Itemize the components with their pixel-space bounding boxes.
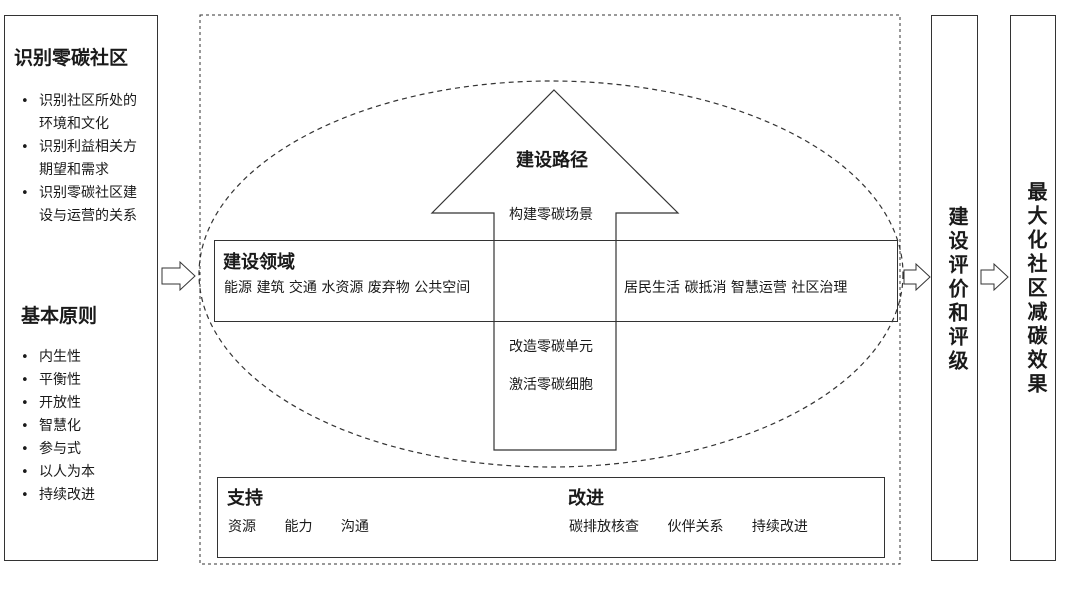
improve-title: 改进	[568, 488, 604, 509]
list-item: 智慧化	[13, 415, 145, 438]
principles-title: 基本原则	[21, 305, 98, 327]
list-item: 参与式	[13, 438, 145, 461]
path-step-unit: 改造零碳单元	[509, 339, 593, 355]
principles-list: 内生性 平衡性 开放性 智慧化 参与式 以人为本 持续改进	[13, 346, 145, 507]
path-arrow	[430, 89, 680, 451]
center-dashed-frame	[199, 14, 901, 565]
result-box: 最大化社区减碳效果	[1010, 15, 1056, 561]
evaluation-label: 建设评价和评级	[945, 206, 969, 374]
support-item: 资源	[228, 519, 256, 535]
path-step-scene: 构建零碳场景	[509, 207, 593, 223]
list-item: 识别零碳社区建设与运营的关系	[13, 182, 145, 228]
list-item: 持续改进	[13, 484, 145, 507]
arrow-icon	[980, 262, 1009, 292]
improve-item: 伙伴关系	[667, 519, 724, 535]
arrow-icon	[161, 260, 196, 292]
domain-title: 建设领域	[223, 252, 295, 273]
list-item: 平衡性	[13, 369, 145, 392]
improve-items: 碳排放核查 伙伴关系 持续改进	[569, 516, 832, 536]
domain-right-items: 居民生活 碳抵消 智慧运营 社区治理	[624, 280, 848, 296]
support-box: 支持 资源 能力 沟通 改进 碳排放核查 伙伴关系 持续改进	[217, 477, 885, 558]
list-item: 开放性	[13, 392, 145, 415]
left-panel: 识别零碳社区 识别社区所处的环境和文化 识别利益相关方期望和需求 识别零碳社区建…	[4, 15, 158, 561]
path-title: 建设路径	[516, 150, 588, 171]
arrow-icon	[903, 262, 931, 292]
result-label: 最大化社区减碳效果	[1024, 181, 1048, 397]
identify-title: 识别零碳社区	[14, 47, 129, 69]
list-item: 内生性	[13, 346, 145, 369]
improve-item: 碳排放核查	[569, 519, 639, 535]
support-item: 能力	[284, 519, 313, 535]
list-item: 识别利益相关方期望和需求	[13, 136, 145, 182]
evaluation-box: 建设评价和评级	[931, 15, 978, 561]
list-item: 以人为本	[13, 461, 145, 484]
support-title: 支持	[227, 488, 263, 509]
dashed-ellipse	[198, 80, 904, 468]
list-item: 识别社区所处的环境和文化	[13, 90, 145, 136]
domain-left-items: 能源 建筑 交通 水资源 废弃物 公共空间	[224, 280, 471, 296]
identify-list: 识别社区所处的环境和文化 识别利益相关方期望和需求 识别零碳社区建设与运营的关系	[13, 90, 145, 228]
improve-item: 持续改进	[751, 519, 808, 535]
domain-box	[214, 240, 898, 322]
support-item: 沟通	[340, 519, 369, 535]
support-items: 资源 能力 沟通	[228, 516, 393, 536]
path-step-cell: 激活零碳细胞	[509, 377, 593, 393]
